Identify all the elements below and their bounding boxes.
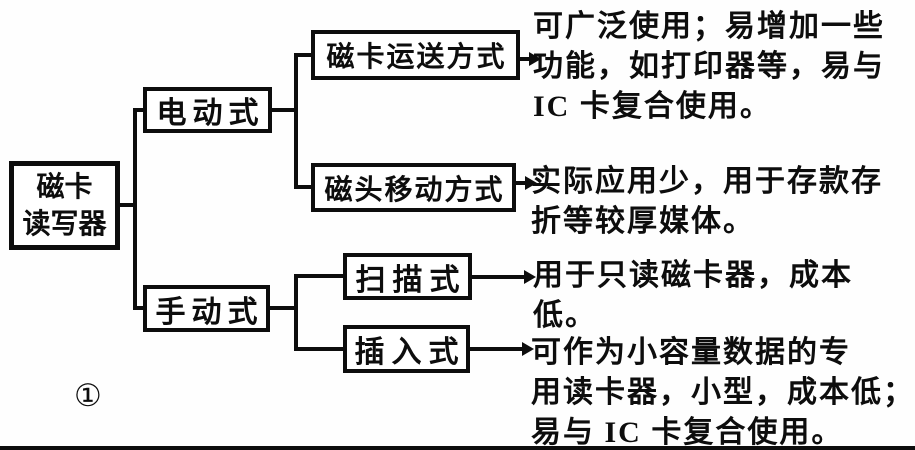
- arrow-head-moving-shaft: [515, 181, 526, 185]
- note-line: 易与 IC 卡复合使用。: [531, 416, 844, 449]
- arrow-card-transport-head-icon: [529, 52, 541, 66]
- connector-manual-vertical: [294, 274, 298, 351]
- node-insert-type: 插入式: [343, 325, 470, 373]
- note-scan: 用于只读磁卡器，成本 低。: [533, 256, 913, 336]
- note-line: 可广泛使用；易增加一些: [533, 10, 885, 43]
- node-label-line1: 磁卡: [36, 171, 93, 203]
- connector-electric-vertical: [294, 53, 298, 189]
- node-label: 磁卡 读写器: [22, 169, 106, 243]
- arrow-scan-shaft: [471, 275, 525, 279]
- note-line: 实际应用少，用于存款存: [531, 165, 883, 198]
- arrow-head-moving-head-icon: [525, 176, 537, 190]
- connector-to-manual: [133, 306, 147, 310]
- note-line: 折等较厚媒体。: [531, 205, 755, 238]
- node-label: 插入式: [354, 336, 466, 369]
- node-scan-type: 扫描式: [343, 253, 472, 300]
- node-electric-type: 电动式: [143, 87, 272, 133]
- figure-number-label: ①: [74, 378, 102, 413]
- node-label: 手动式: [155, 295, 264, 329]
- connector-to-head-moving: [294, 185, 314, 189]
- note-head-moving: 实际应用少，用于存款存 折等较厚媒体。: [531, 162, 911, 242]
- node-card-reader-writer: 磁卡 读写器: [9, 161, 120, 250]
- connector-root-vertical: [133, 108, 137, 310]
- note-line: 用读卡器，小型，成本低；: [531, 376, 915, 409]
- node-head-moving-method: 磁头移动方式: [311, 163, 516, 212]
- node-label: 电动式: [156, 97, 265, 130]
- node-manual-type: 手动式: [143, 285, 270, 332]
- connector-to-scan: [294, 274, 346, 278]
- note-card-transport: 可广泛使用；易增加一些 功能，如打印器等，易与 IC 卡复合使用。: [533, 7, 913, 127]
- connector-to-electric: [133, 108, 147, 112]
- arrow-insert-shaft: [469, 347, 523, 351]
- node-label: 扫描式: [355, 263, 467, 297]
- node-label: 磁头移动方式: [324, 174, 505, 206]
- connector-to-card-transport: [294, 53, 314, 57]
- node-label: 磁卡运送方式: [326, 42, 507, 73]
- node-card-transport-method: 磁卡运送方式: [311, 30, 520, 80]
- node-label-line2: 读写器: [22, 208, 107, 240]
- note-line: 可作为小容量数据的专: [531, 336, 851, 369]
- arrow-card-transport-shaft: [519, 57, 530, 61]
- arrow-scan-head-icon: [524, 270, 536, 284]
- connector-to-insert: [294, 347, 346, 351]
- arrow-insert-head-icon: [522, 342, 534, 356]
- connector-electric-stub: [271, 108, 298, 112]
- note-insert: 可作为小容量数据的专 用读卡器，小型，成本低； 易与 IC 卡复合使用。: [531, 333, 915, 450]
- connector-root-stub: [118, 203, 137, 207]
- note-line: IC 卡复合使用。: [533, 90, 772, 123]
- note-line: 低。: [533, 299, 597, 332]
- note-line: 用于只读磁卡器，成本: [533, 259, 853, 292]
- scan-edge-line: [0, 446, 915, 450]
- note-line: 功能，如打印器等，易与: [533, 50, 885, 83]
- connector-manual-stub: [268, 306, 298, 310]
